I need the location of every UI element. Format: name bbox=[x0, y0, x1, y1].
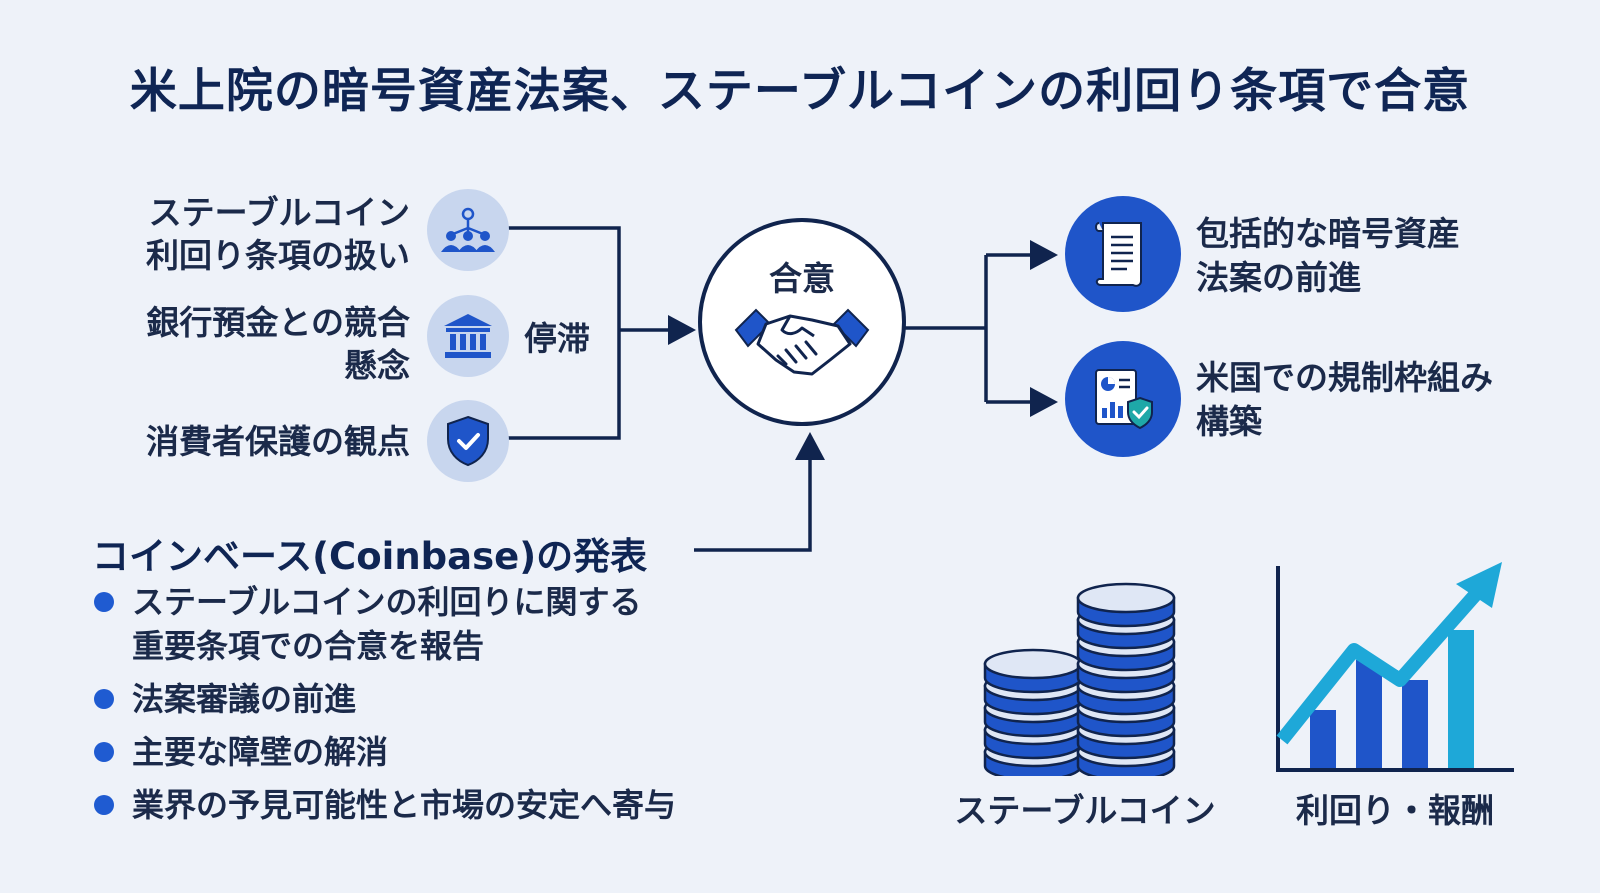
agreement-label: 合意 bbox=[769, 259, 835, 298]
coin-stack-icon bbox=[978, 576, 1188, 782]
people-network-icon bbox=[427, 189, 509, 271]
bullet-item: ステーブルコインの利回りに関する 重要条項での合意を報告 bbox=[92, 580, 676, 668]
result-label-framework: 米国での規制枠組み 構築 bbox=[1196, 358, 1493, 441]
bullet-item: 業界の予見可能性と市場の安定へ寄与 bbox=[92, 783, 676, 827]
bullet-dot bbox=[94, 592, 114, 612]
handshake-icon bbox=[734, 300, 870, 388]
bullet-dot bbox=[94, 742, 114, 762]
issue-label-consumer: 消費者保護の観点 bbox=[146, 422, 410, 461]
growth-caption: 利回り・報酬 bbox=[1296, 791, 1494, 830]
bullet-item: 主要な障壁の解消 bbox=[92, 730, 676, 774]
issues-bracket-line bbox=[508, 226, 621, 440]
bullet-dot bbox=[94, 689, 114, 709]
bullet-dot bbox=[94, 795, 114, 815]
coin bbox=[983, 648, 1083, 694]
coinbase-title: コインベース(Coinbase)の発表 bbox=[92, 535, 648, 578]
coinbase-bullets: ステーブルコインの利回りに関する 重要条項での合意を報告 法案審議の前進 主要な… bbox=[92, 580, 676, 836]
growth-chart-icon bbox=[1270, 560, 1520, 784]
issue-label-bank: 銀行預金との競合 懸念 bbox=[146, 303, 410, 385]
report-shield-icon bbox=[1065, 341, 1181, 457]
shield-check-icon bbox=[427, 400, 509, 482]
coins-caption: ステーブルコイン bbox=[954, 791, 1216, 830]
coin bbox=[1076, 582, 1176, 628]
stall-label: 停滞 bbox=[524, 319, 590, 358]
document-scroll-icon bbox=[1065, 196, 1181, 312]
agreement-circle: 合意 bbox=[698, 218, 906, 426]
page-title: 米上院の暗号資産法案、ステーブルコインの利回り条項で合意 bbox=[129, 64, 1471, 119]
bullet-item: 法案審議の前進 bbox=[92, 677, 676, 721]
bank-icon bbox=[427, 295, 509, 377]
issue-label-yield: ステーブルコイン 利回り条項の扱い bbox=[146, 193, 410, 275]
result-label-bill: 包括的な暗号資産 法案の前進 bbox=[1196, 214, 1460, 297]
